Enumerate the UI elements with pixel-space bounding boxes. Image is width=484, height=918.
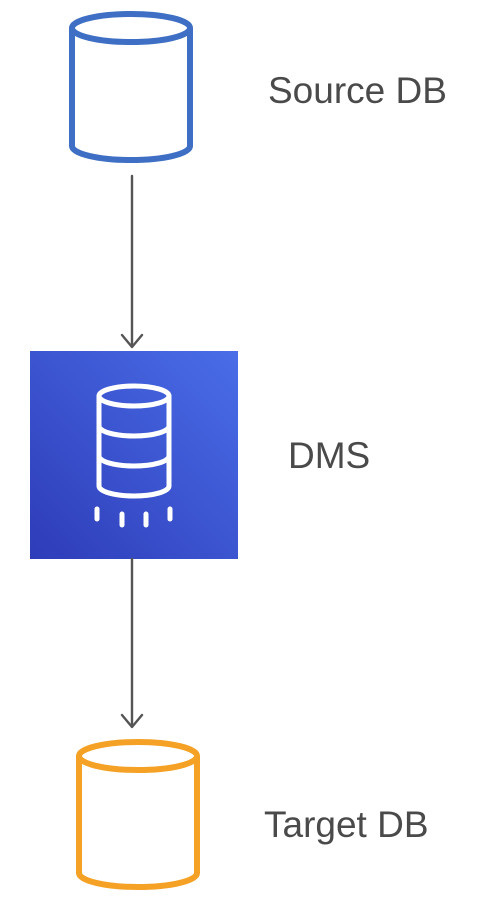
dms-label: DMS bbox=[288, 435, 371, 476]
target-db-label: Target DB bbox=[264, 804, 429, 845]
dms-service-box bbox=[30, 351, 238, 559]
edge-source-to-dms bbox=[120, 174, 144, 349]
source-db-icon bbox=[69, 11, 193, 163]
database-migration-icon bbox=[94, 383, 173, 528]
source-db-label: Source DB bbox=[268, 70, 447, 111]
edge-dms-to-target bbox=[120, 557, 144, 729]
target-db-icon bbox=[76, 739, 200, 890]
